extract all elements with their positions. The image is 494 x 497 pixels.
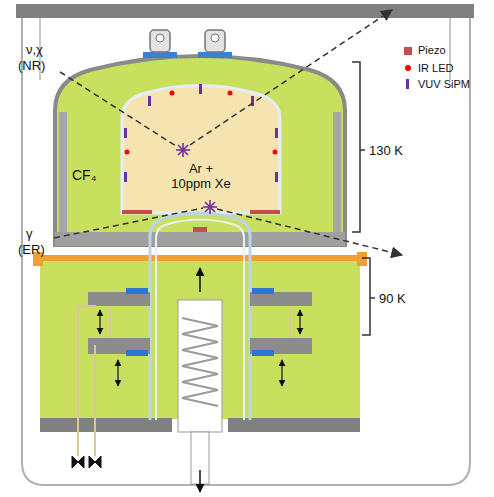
temperature-bracket [352, 62, 365, 232]
valve [89, 456, 101, 468]
legend-swatch [405, 65, 411, 71]
interaction-star [203, 200, 217, 214]
hydraulic-line [95, 346, 96, 456]
particle-label: (ER) [18, 242, 45, 257]
heat-band [40, 255, 360, 261]
temperature-label: 90 K [379, 291, 406, 306]
pressure-transducer [150, 30, 170, 52]
argon-vessel [122, 86, 280, 214]
insulation-panel [333, 112, 341, 232]
middle-plate [55, 232, 345, 246]
temperature-label: 130 K [369, 143, 403, 158]
ir-leds [125, 91, 278, 155]
bellows [182, 318, 218, 406]
heat-tab [357, 252, 367, 266]
hydraulic-piston [250, 288, 312, 386]
insulation-panel [59, 112, 67, 232]
legend-label: IR LED [418, 62, 453, 75]
legend-label: VUV SiPM [418, 78, 470, 91]
er-scatter-track [217, 209, 402, 255]
legend-swatch [404, 47, 412, 55]
region-label: CF₄ [72, 168, 96, 183]
pressure-transducer [205, 30, 225, 52]
region-label: Ar + 10ppm Xe [169, 161, 233, 191]
transducer-dial [211, 34, 219, 42]
piezo [193, 227, 207, 232]
blue-flange [198, 52, 232, 58]
piezo [122, 210, 152, 214]
hydraulic-piston [88, 288, 150, 386]
top-flange [16, 4, 474, 18]
interaction-star [176, 143, 190, 157]
legend-label: Piezo [418, 44, 446, 57]
vacuum-vessel [22, 18, 470, 485]
bottom-plate [228, 418, 360, 432]
particle-label: ν,χ [26, 42, 43, 57]
blue-flange [143, 52, 177, 58]
temperature-bracket [362, 258, 375, 335]
valve [72, 456, 84, 468]
bottom-plate [40, 418, 172, 432]
bellows-housing [178, 300, 222, 432]
nr-track [60, 72, 176, 146]
piezo [250, 210, 280, 214]
argon-vessel-region: Ar + 10ppm Xe [122, 88, 280, 213]
legend-swatch [406, 79, 409, 89]
cf4-vessel-region: CF₄ Ar + 10ppm Xe [55, 55, 345, 245]
nr-scatter-track [190, 10, 392, 145]
motion-arrow [199, 268, 201, 292]
hydraulic-line [78, 306, 96, 456]
motion-arrow [199, 470, 201, 492]
transducer-dial [156, 34, 164, 42]
er-track [54, 208, 203, 238]
cf4-vessel [55, 56, 345, 245]
particle-label: (NR) [18, 58, 45, 73]
particle-label: γ [26, 226, 33, 241]
